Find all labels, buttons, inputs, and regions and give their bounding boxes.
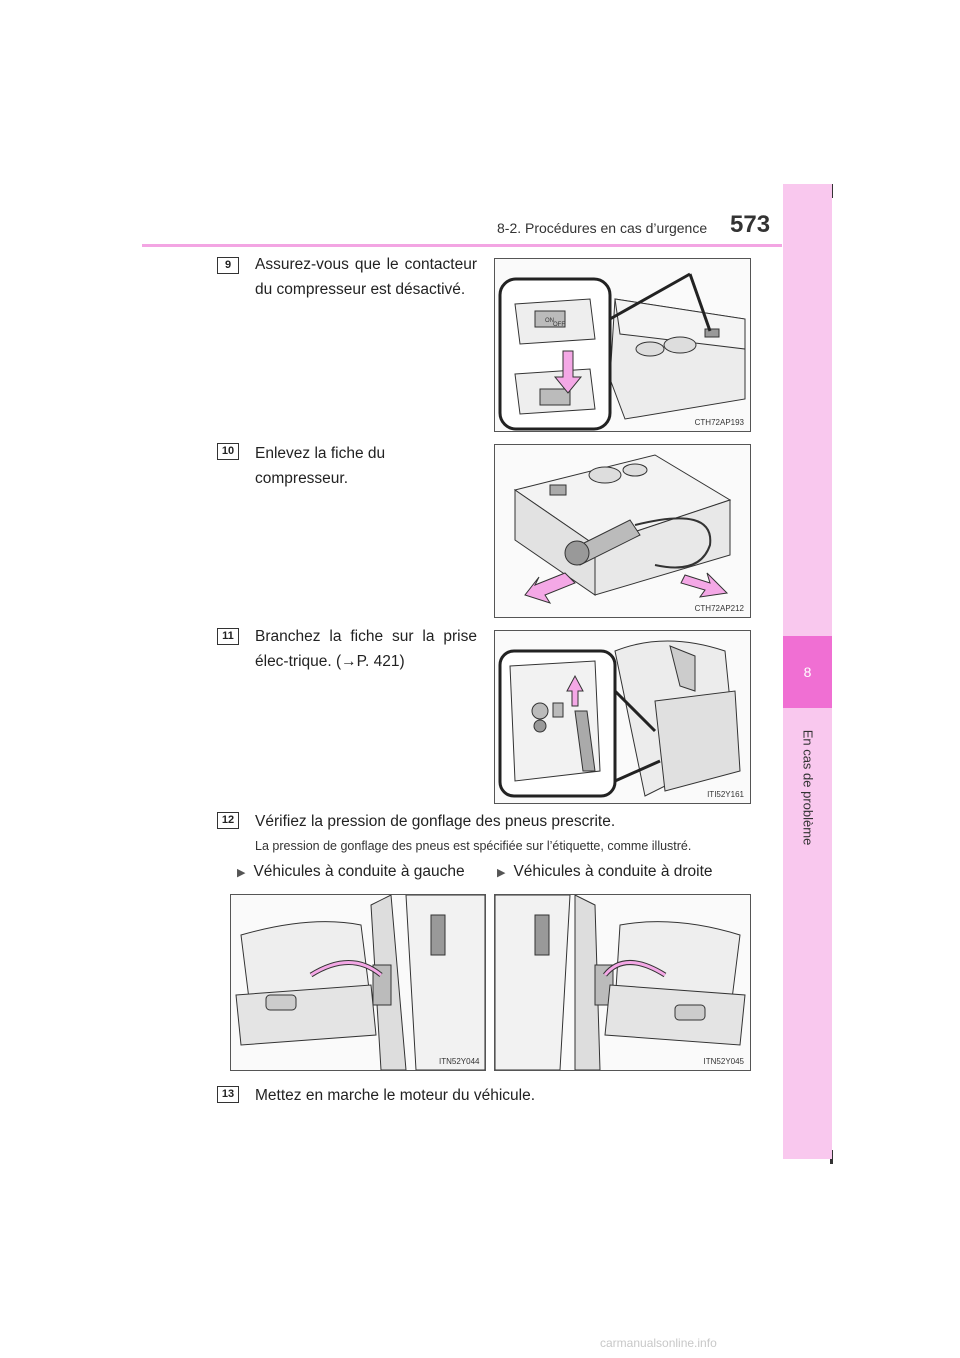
step-text: Enlevez la fiche du compresseur. [255,445,386,487]
section-title: 8-2. Procédures en cas d’urgence [497,220,708,236]
step-text: Vérifiez la pression de gonflage des pne… [255,813,616,830]
power-outlet-drawing [498,640,741,798]
figure-code: ITN52Y045 [703,1057,744,1066]
illustration-compressor-switch: ON OFF CTH72AP193 [494,258,751,432]
step-number: 12 [217,812,239,829]
step-number: 11 [217,628,239,645]
illustration-tire-label-rhd: ITN52Y045 [494,894,751,1071]
step-text: Mettez en marche le moteur du véhicule. [255,1087,535,1104]
tire-label-rhd-drawing [495,895,746,1070]
switch-label-off: OFF [553,322,565,328]
tire-label-lhd-drawing [235,895,485,1070]
step-number: 13 [217,1086,239,1103]
sub-figure-label-right: ▶Véhicules à conduite à droite [497,863,713,880]
chapter-number: 8 [783,636,832,708]
sub-figure-label-left: ▶Véhicules à conduite à gauche [237,863,465,880]
step-number: 9 [217,257,239,274]
step-text: Branchez la fiche sur la prise élec-triq… [255,628,477,670]
figure-code: ITI52Y161 [707,790,744,799]
triangle-bullet-icon: ▶ [237,867,246,879]
page-number: 573 [730,211,771,238]
chapter-title: En cas de problème [800,729,816,846]
figure-code: CTH72AP212 [694,604,744,613]
step-text: Assurez-vous que le contacteur du compre… [255,256,477,298]
compressor-plug-drawing [513,454,732,604]
illustration-compressor-plug: CTH72AP212 [494,444,751,618]
step-number: 10 [217,443,239,460]
header-rule [142,244,782,247]
watermark: carmanualsonline.info [600,1336,717,1350]
illustration-tire-label-lhd: ITN52Y044 [230,894,486,1071]
switch-label-on: ON [545,318,554,324]
step-note: La pression de gonflage des pneus est sp… [255,839,692,853]
figure-code: CTH72AP193 [694,418,744,427]
figure-code: ITN52Y044 [439,1057,480,1066]
compressor-switch-drawing: ON OFF [498,272,746,431]
triangle-bullet-icon: ▶ [497,867,506,879]
illustration-power-outlet: ITI52Y161 [494,630,751,804]
